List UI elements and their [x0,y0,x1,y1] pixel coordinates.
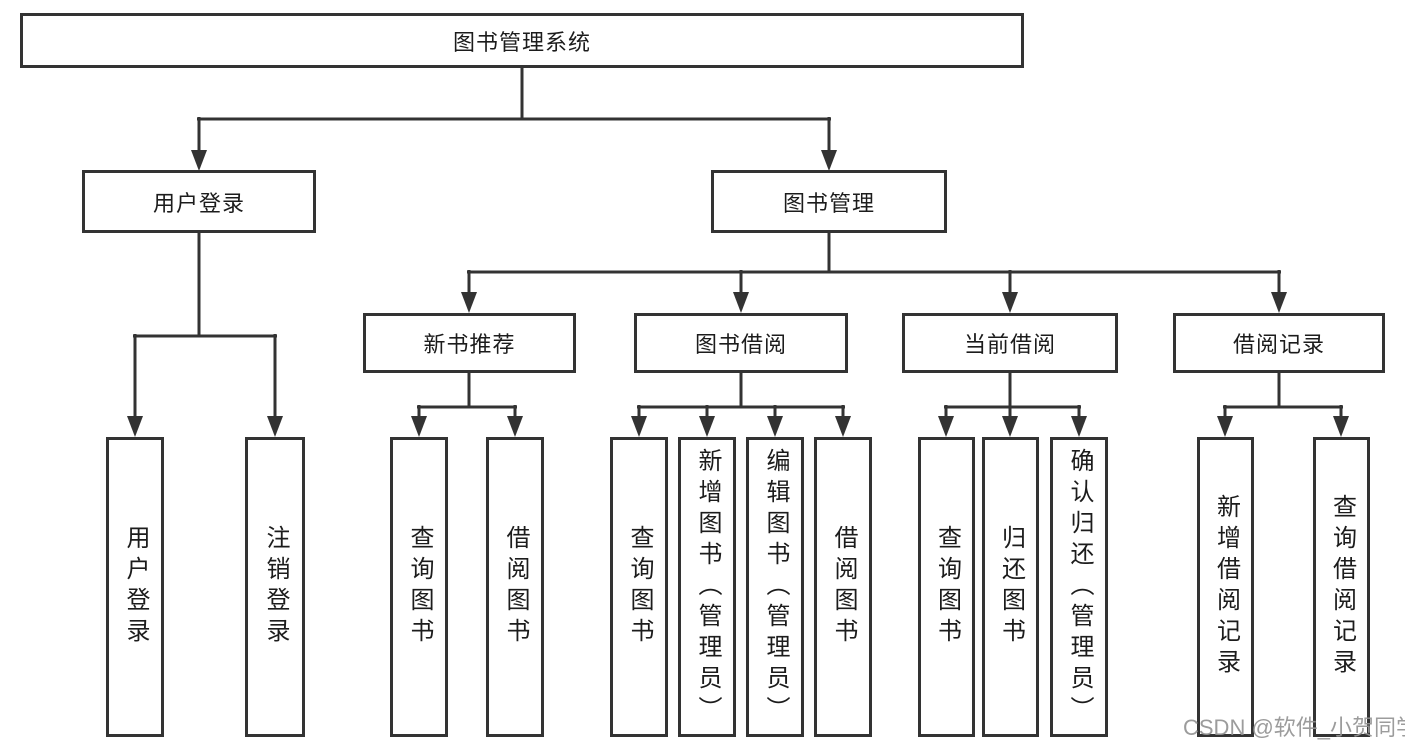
leaf-label: 查询借阅记录 [1328,494,1356,680]
node-label: 图书借阅 [694,332,787,357]
leaf-add-books-admin: 新增图书（管理员） [678,437,736,737]
node-book-borrowing: 图书借阅 [634,313,848,373]
node-book-management: 图书管理 [711,170,947,233]
leaf-label: 新增图书（管理员） [694,447,721,727]
leaf-label: 新增借阅记录 [1212,494,1240,680]
leaf-label: 查询图书 [933,525,961,649]
leaf-label: 查询图书 [406,525,433,649]
node-user-login: 用户登录 [82,170,316,233]
leaf-label: 用户登录 [122,525,149,649]
leaf-add-borrow-record: 新增借阅记录 [1197,437,1254,737]
leaf-label: 借阅图书 [502,525,529,649]
node-borrowing-records: 借阅记录 [1173,313,1385,373]
node-library-management-system: 图书管理系统 [20,13,1024,68]
leaf-borrow-books-borrowing: 借阅图书 [814,437,872,737]
node-label: 图书管理 [782,190,875,216]
leaf-query-borrow-record: 查询借阅记录 [1313,437,1370,737]
leaf-label: 归还图书 [997,525,1025,649]
leaf-label: 注销登录 [262,525,289,649]
node-new-book-recommend: 新书推荐 [363,313,576,373]
leaf-query-books-recommend: 查询图书 [390,437,448,737]
leaf-label: 查询图书 [626,525,653,649]
leaf-edit-books-admin: 编辑图书（管理员） [746,437,804,737]
leaf-label: 借阅图书 [830,525,857,649]
node-label: 新书推荐 [423,332,516,357]
leaf-query-books-current: 查询图书 [918,437,975,737]
leaf-return-books: 归还图书 [982,437,1039,737]
leaf-borrow-books-recommend: 借阅图书 [486,437,544,737]
csdn-watermark: CSDN @软件_小贺同学 [1183,715,1405,740]
node-label: 借阅记录 [1232,332,1325,357]
node-label: 图书管理系统 [452,29,591,55]
leaf-label: 确认归还（管理员） [1066,447,1093,727]
node-current-borrowing: 当前借阅 [902,313,1118,373]
leaf-user-login: 用户登录 [106,437,164,737]
node-label: 用户登录 [152,190,245,216]
leaf-confirm-return-admin: 确认归还（管理员） [1050,437,1108,737]
node-label: 当前借阅 [963,332,1056,357]
leaf-logout-login: 注销登录 [245,437,305,737]
leaf-label: 编辑图书（管理员） [762,447,789,727]
leaf-query-books-borrowing: 查询图书 [610,437,668,737]
